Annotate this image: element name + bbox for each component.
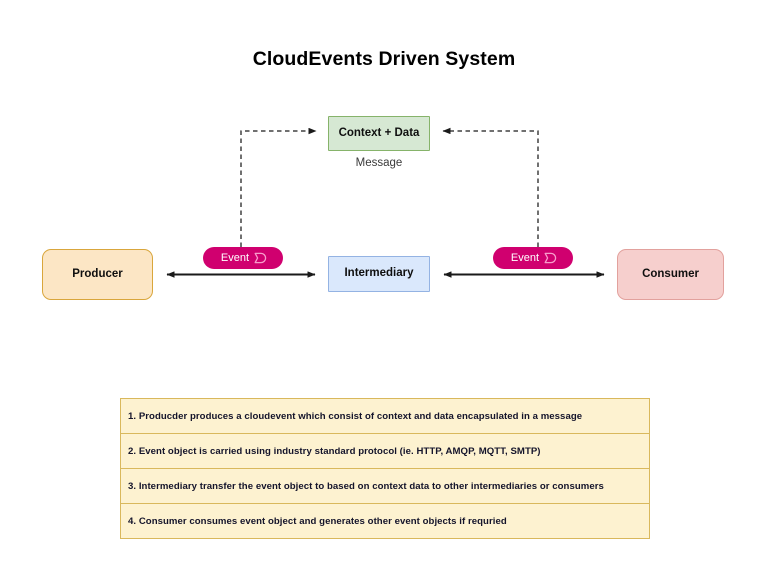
steps-table: 1. Producder produces a cloudevent which… (120, 398, 650, 539)
step-row-4: 4. Consumer consumes event object and ge… (120, 503, 650, 539)
page-title: CloudEvents Driven System (252, 48, 516, 70)
table-row: 1. Producder produces a cloudevent which… (120, 398, 650, 434)
event-pill-right-label: Event (510, 251, 540, 264)
edge-left-event-to-message (240, 127, 317, 247)
node-producer[interactable]: Producer (42, 249, 153, 300)
node-consumer[interactable]: Consumer (617, 249, 724, 300)
step-row-2: 2. Event object is carried using industr… (120, 433, 650, 469)
step-row-1: 1. Producder produces a cloudevent which… (120, 398, 650, 434)
event-pill-right[interactable]: Event (493, 247, 573, 269)
edge-right-event-to-message (442, 127, 539, 247)
event-object-icon (544, 252, 557, 264)
step-row-3: 3. Intermediary transfer the event objec… (120, 468, 650, 504)
event-pill-left-label: Event (220, 251, 250, 264)
table-row: 2. Event object is carried using industr… (120, 433, 650, 469)
event-pill-left[interactable]: Event (203, 247, 283, 269)
table-row: 3. Intermediary transfer the event objec… (120, 468, 650, 504)
table-row: 4. Consumer consumes event object and ge… (120, 503, 650, 539)
node-intermediary[interactable]: Intermediary (328, 256, 430, 292)
event-object-icon (254, 252, 267, 264)
message-label: Message (355, 157, 403, 169)
node-context-data[interactable]: Context + Data (328, 116, 430, 151)
